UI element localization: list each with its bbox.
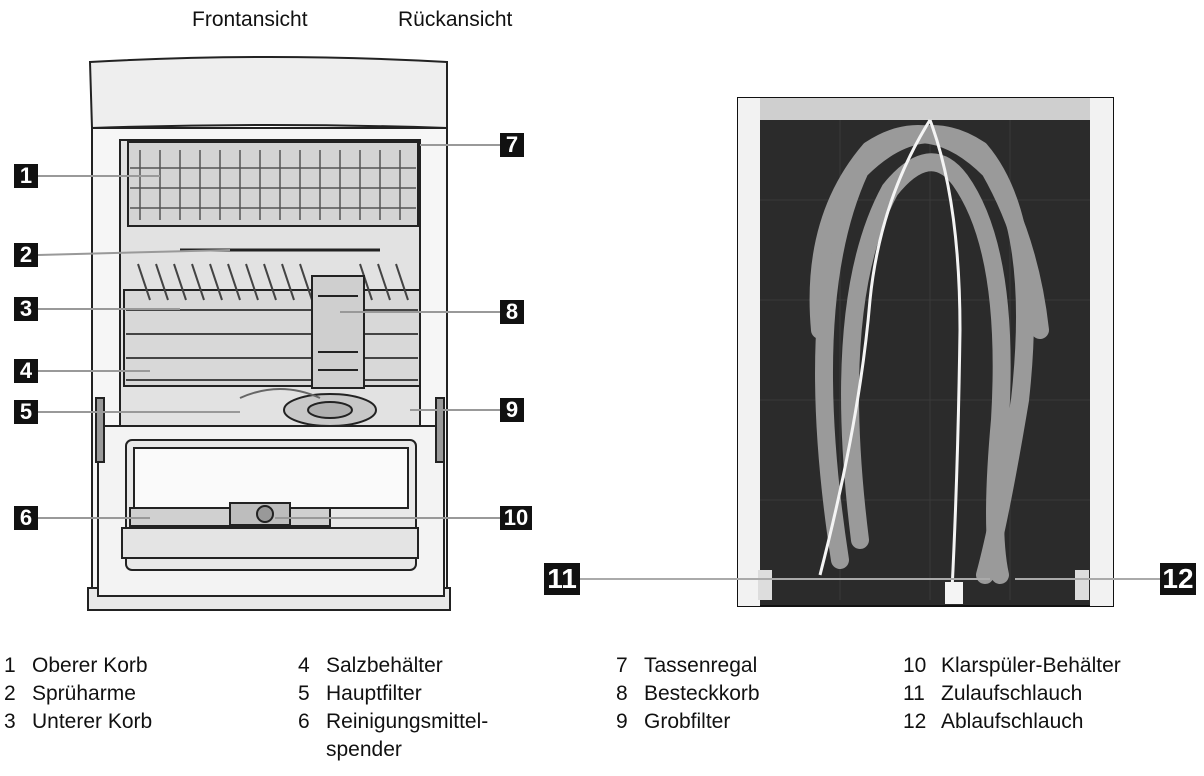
legend-column-1: 1 Oberer Korb 2 Sprüharme 3 Unterer Korb bbox=[4, 652, 152, 736]
legend-item: 10 Klarspüler-Behälter bbox=[903, 652, 1121, 680]
hoses-drawing bbox=[809, 125, 1049, 584]
legend-item: 3 Unterer Korb bbox=[4, 708, 152, 736]
upper-basket-drawing bbox=[127, 141, 419, 227]
legend-number: 1 bbox=[4, 654, 16, 677]
marker-6: 6 bbox=[14, 506, 38, 530]
legend-label: Tassenregal bbox=[644, 654, 758, 677]
legend-label: Grobfilter bbox=[644, 710, 731, 733]
legend-label: Oberer Korb bbox=[32, 654, 148, 677]
legend-label: Besteckkorb bbox=[644, 682, 760, 705]
legend-column-4: 10 Klarspüler-Behälter 11 Zulaufschlauch 1… bbox=[903, 652, 1121, 736]
legend-number: 9 bbox=[616, 710, 628, 733]
legend-label: Klarspüler-Behälter bbox=[941, 654, 1121, 677]
legend-item: 9 Grobfilter bbox=[616, 708, 760, 736]
legend-label: Unterer Korb bbox=[32, 710, 153, 733]
front-view-drawing bbox=[87, 56, 451, 611]
legend-item: 11 Zulaufschlauch bbox=[903, 680, 1121, 708]
legend-column-2: 4 Salzbehälter 5 Hauptfilter 6 Reinigungsmi… bbox=[298, 652, 488, 764]
legend-number: 6 bbox=[298, 710, 310, 733]
legend-item: 8 Besteckkorb bbox=[616, 680, 760, 708]
legend-number: 11 bbox=[903, 682, 925, 705]
marker-1: 1 bbox=[14, 164, 38, 188]
legend-number: 2 bbox=[4, 682, 16, 705]
legend-item: 4 Salzbehälter bbox=[298, 652, 488, 680]
legend-number: 5 bbox=[298, 682, 310, 705]
lower-basket-drawing bbox=[123, 263, 421, 389]
legend-number: 3 bbox=[4, 710, 16, 733]
marker-10: 10 bbox=[500, 506, 532, 530]
marker-4: 4 bbox=[14, 359, 38, 383]
legend-number: 10 bbox=[903, 654, 927, 677]
marker-7: 7 bbox=[500, 133, 524, 157]
front-view-title: Frontansicht bbox=[192, 8, 308, 31]
marker-12: 12 bbox=[1160, 563, 1196, 595]
legend-item: 6 Reinigungsmittel- spender bbox=[298, 708, 488, 764]
legend-number: 12 bbox=[903, 710, 927, 733]
marker-5: 5 bbox=[14, 400, 38, 424]
back-view-title: Rückansicht bbox=[398, 8, 513, 31]
marker-11: 11 bbox=[544, 563, 580, 595]
legend-label: Hauptfilter bbox=[326, 682, 422, 705]
legend-label: Zulaufschlauch bbox=[941, 682, 1083, 705]
marker-2: 2 bbox=[14, 243, 38, 267]
legend-label: Salzbehälter bbox=[326, 654, 443, 677]
marker-9: 9 bbox=[500, 398, 524, 422]
legend-item: 5 Hauptfilter bbox=[298, 680, 488, 708]
legend-number: 7 bbox=[616, 654, 628, 677]
legend-column-3: 7 Tassenregal 8 Besteckkorb 9 Grobfilter bbox=[616, 652, 760, 736]
marker-8: 8 bbox=[500, 300, 524, 324]
legend-label: Ablaufschlauch bbox=[941, 710, 1084, 733]
legend-label: Sprüharme bbox=[32, 682, 136, 705]
legend-number: 4 bbox=[298, 654, 310, 677]
legend-item: 7 Tassenregal bbox=[616, 652, 760, 680]
legend-item: 12 Ablaufschlauch bbox=[903, 708, 1121, 736]
legend-item: 2 Sprüharme bbox=[4, 680, 152, 708]
front-leader-lines bbox=[37, 144, 500, 519]
legend-item: 1 Oberer Korb bbox=[4, 652, 152, 680]
legend-number: 8 bbox=[616, 682, 628, 705]
marker-3: 3 bbox=[14, 297, 38, 321]
legend-label: Reinigungsmittel- spender bbox=[326, 710, 489, 761]
back-view-drawing bbox=[737, 97, 1114, 607]
